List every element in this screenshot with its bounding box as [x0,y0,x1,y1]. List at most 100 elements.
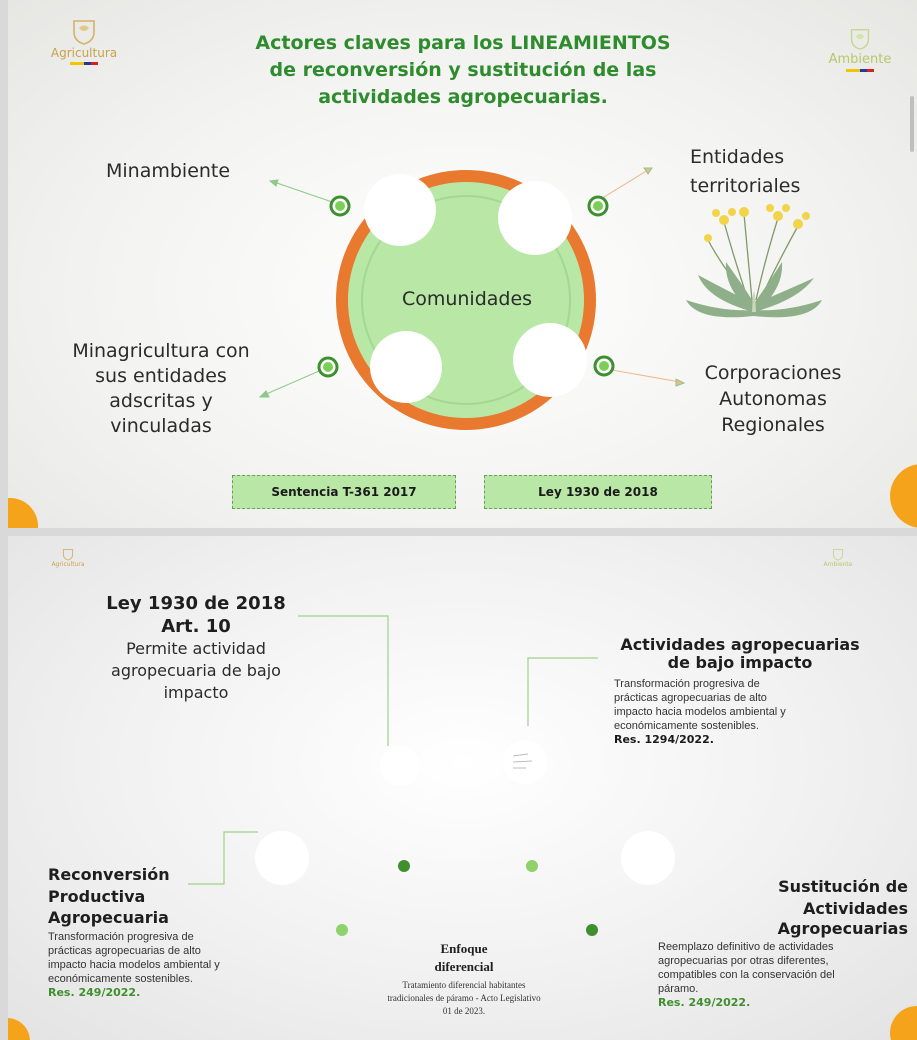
actor-corporaciones: Corporaciones Autonomas Regionales [688,360,858,438]
ley-description: Permite actividad agropecuaria de bajo i… [78,638,314,704]
reconversion-text: Transformación progresiva de prácticas a… [48,930,298,1000]
text-line: económicamente sostenibles. [48,973,193,985]
agricultura-logo-text: Agricultura [51,561,85,568]
text-line: Agropecuaria [48,908,169,927]
enfoque-diferencial-block: Enfoque diferencial Tratamiento diferenc… [364,940,564,1018]
slide-lineamientos-detalle: Agricultura Ambiente Ley 1930 de 2018 Ar… [8,536,917,1040]
actividades-bajo-impacto-title: Actividades agropecuarias de bajo impact… [594,634,886,672]
node-circle [255,831,309,885]
slide-title: Actores claves para los LINEAMIENTOS de … [238,30,688,111]
connector-reconversion [188,831,258,885]
green-dot [336,924,348,936]
colombia-flag-bars [70,62,98,65]
actor-line: sus entidades [95,365,227,387]
green-dot [586,924,598,936]
scrollbar-thumb[interactable] [910,96,914,152]
text-line: compatibles con la conservación del [658,969,835,981]
text-line: 01 de 2023. [442,1006,486,1016]
actor-line: Regionales [721,414,825,436]
agricultura-logo-text: Agricultura [50,46,118,60]
shield-emblem-icon [850,29,870,50]
text-line: agropecuarias por otras diferentes, [658,955,829,967]
sustitucion-title: Sustitución de Actividades Agropecuarias [668,876,908,938]
green-dot [526,860,538,872]
connector-ley [298,615,389,746]
text-line: Enfoque [440,941,488,956]
actor-minagricultura: Minagricultura con sus entidades adscrit… [54,339,268,439]
text-line: Tratamiento diferencial habitantes [402,980,526,990]
text-line: diferencial [434,959,494,974]
actor-line: territoriales [690,175,801,197]
text-line: prácticas agropecuarias de alto [614,692,767,704]
text-line: Transformación progresiva de [48,931,194,943]
green-dots [317,195,615,378]
text-line: Actividades [803,899,908,918]
arrow-minambiente [273,181,339,205]
document-lines-icon [512,753,533,769]
ley-box: Ley 1930 de 2018 [484,475,712,509]
ambiente-logo-text: Ambiente [828,52,892,67]
agricultura-logo: Agricultura [42,18,126,65]
node-circle [503,740,547,784]
actor-entidades-territoriales: Entidades territoriales [690,143,800,201]
reconversion-title: Reconversión Productiva Agropecuaria [48,864,288,928]
actividades-bajo-impacto-text: Transformación progresiva de prácticas a… [614,677,874,747]
agricultura-logo: Agricultura [44,548,92,568]
text-line: impacto [163,683,229,702]
text-line: Agropecuarias [777,919,908,938]
title-line: Actores claves para los LINEAMIENTOS [255,32,671,54]
text-line: agropecuaria de bajo [111,661,281,680]
comunidades-label: Comunidades [401,288,533,310]
green-dot [398,860,410,872]
actor-minambiente: Minambiente [106,160,231,182]
actor-line: adscritas y [109,390,213,412]
text-line: Actividades agropecuarias [620,635,860,654]
text-line: páramo. [658,983,699,995]
arrowhead [268,179,279,187]
node-circle-bottom-left [370,331,442,403]
ambiente-logo-text: Ambiente [823,561,853,568]
actors-diagram [258,167,822,430]
colombia-flag-bars [846,69,874,72]
slide-actores-claves: Agricultura Ambiente Actores claves para… [8,0,917,528]
sustitucion-text: Reemplazo definitivo de actividades agro… [658,940,908,1010]
title-line: de reconversión y sustitución de las [269,59,657,81]
arrowhead [675,378,686,387]
ambiente-logo: Ambiente [814,548,862,568]
text-line: impacto hacia modelos ambiental y [614,706,786,718]
ley-article: Art. 10 [161,616,231,637]
title-line: actividades agropecuarias. [318,86,608,108]
lineamientos-diagram [188,615,675,936]
frailejon-plant-icon [686,204,822,318]
text-line: prácticas agropecuarias de alto [48,945,201,957]
arrowhead [258,390,270,398]
text-line: Permite actividad [126,639,266,658]
text-line: impacto hacia modelos ambiental y [48,959,220,971]
arrow-minagricultura [263,367,327,396]
node-circle-top-right [498,181,572,255]
ley-title: Ley 1930 de 2018 [106,593,286,614]
text-line: Productiva [48,887,146,906]
connector-actividades [527,657,598,726]
actor-line: vinculadas [110,415,212,437]
ley-1930-block: Ley 1930 de 2018 Art. 10 Permite activid… [78,592,314,704]
arrow-entidades [595,169,649,203]
node-circle [621,831,675,885]
text-line: Reconversión [48,865,170,884]
text-line: Transformación progresiva de [614,678,760,690]
arrow-corporaciones [611,369,681,383]
arrowhead [643,167,653,175]
shield-emblem-icon [62,548,74,561]
text-line: económicamente sostenibles. [614,720,759,732]
enfoque-description: Tratamiento diferencial habitantes tradi… [364,979,564,1018]
actor-line: Autonomas [719,388,827,410]
actor-line: Entidades [690,146,785,168]
actor-line: Corporaciones [704,362,842,384]
shield-emblem-icon [832,548,844,561]
text-line: de bajo impacto [667,653,813,672]
connector-arrows [258,167,686,398]
resolution-label: Res. 249/2022. [48,986,141,999]
text-line: Reemplazo definitivo de actividades [658,941,834,953]
node-circle-bottom-right [513,323,587,397]
inner-ring [361,195,571,405]
